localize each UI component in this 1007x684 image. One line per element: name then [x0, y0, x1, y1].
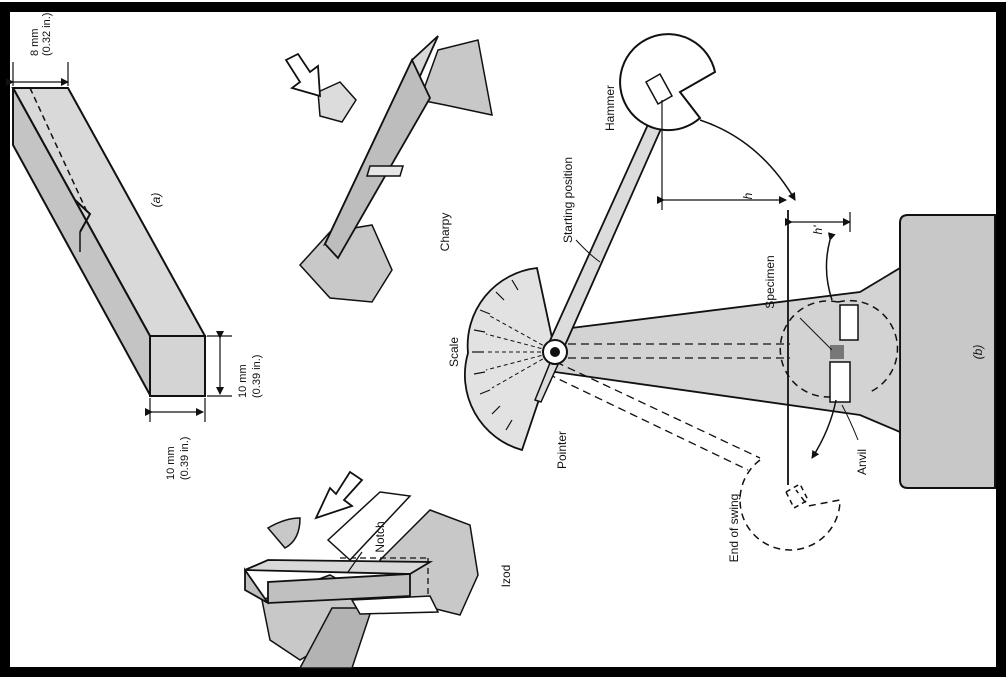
notch-hidden-line — [29, 87, 89, 215]
dim-width-in: (0.39 in.) — [179, 437, 191, 480]
dim-width-mm: 10 mm — [165, 446, 177, 480]
hammer-end-position — [739, 459, 841, 551]
anvil-block-lower — [829, 361, 851, 403]
leader-starting-position — [575, 239, 601, 263]
leader-specimen — [799, 317, 833, 351]
dim-width: 10 mm (0.39 in.) — [145, 398, 206, 480]
tester-cone — [554, 266, 901, 434]
leader-anvil — [841, 404, 859, 441]
izod-slot — [350, 595, 440, 615]
hammer-start — [619, 33, 717, 132]
tester-base — [899, 214, 996, 489]
izod-notch-leader — [347, 551, 363, 573]
label-starting-position: Starting position — [561, 157, 575, 243]
label-h-prime: h' — [811, 225, 825, 235]
hammer-bottom-position-right — [837, 299, 899, 393]
bar-end-face — [149, 335, 206, 397]
dim-height-mm: 10 mm — [237, 364, 249, 398]
izod-jaw — [326, 491, 412, 562]
dim-notch-depth: 8 mm (0.32 in.) — [6, 13, 69, 86]
label-h: h — [741, 192, 755, 199]
dim-height: 10 mm (0.39 in.) — [207, 331, 263, 398]
charpy-bar-side-face — [323, 57, 432, 260]
dim-height-in: (0.39 in.) — [251, 355, 263, 398]
hammer-start-striker — [644, 72, 674, 106]
label-anvil: Anvil — [855, 449, 869, 475]
part-a-label: (a) — [149, 193, 163, 208]
swing-arrow-end — [811, 399, 837, 459]
label-hammer: Hammer — [603, 85, 617, 131]
arm-end-1 — [555, 361, 761, 459]
charpy-striker — [317, 81, 357, 123]
part-b-label: (b) — [971, 345, 985, 360]
hammer-bottom-position — [779, 300, 839, 398]
charpy-impact-arrow — [284, 52, 321, 98]
dim-notch-depth-mm: 8 mm — [29, 29, 41, 57]
label-pointer: Pointer — [555, 431, 569, 469]
dim-notch-depth-in: (0.32 in.) — [41, 13, 53, 56]
label-specimen: Specimen — [763, 255, 777, 308]
scale-dashed-radials — [485, 315, 556, 389]
arm-end-2 — [547, 373, 749, 471]
izod-bar-top-face — [244, 559, 434, 575]
label-scale: Scale — [447, 337, 461, 367]
label-end-of-swing: End of swing — [727, 494, 741, 563]
charpy-support-top — [418, 39, 493, 116]
pivot-inner — [550, 347, 560, 357]
charpy-setup — [284, 35, 493, 303]
pendulum-tester — [463, 33, 996, 551]
hammer-end-striker — [785, 482, 809, 510]
notch-vee — [74, 199, 92, 233]
izod-label: Izod — [499, 565, 513, 588]
scale-ticks — [472, 279, 519, 431]
izod-bar-side-face — [244, 567, 411, 605]
izod-notch-label: Notch — [373, 521, 387, 552]
izod-impact-arrow — [314, 470, 364, 520]
izod-striker — [266, 517, 301, 549]
specimen-bar — [11, 87, 207, 397]
swing-arrow-up — [825, 232, 836, 301]
charpy-label: Charpy — [438, 213, 452, 252]
tester-specimen — [830, 345, 844, 359]
charpy-notch — [365, 165, 405, 177]
anvil-block — [839, 304, 859, 341]
swing-arrow-down — [699, 119, 796, 201]
izod-setup — [244, 470, 479, 669]
